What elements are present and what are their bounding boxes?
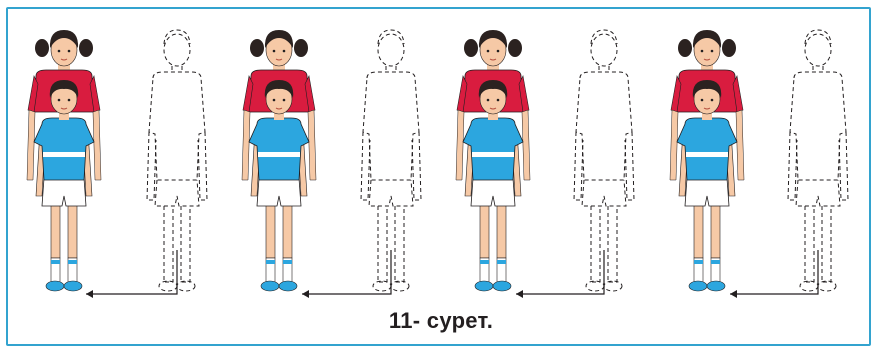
arrow-head-icon bbox=[730, 290, 737, 298]
group-1 bbox=[27, 30, 207, 298]
arrow-head-icon bbox=[302, 290, 309, 298]
arrow-head-icon bbox=[516, 290, 523, 298]
group-3 bbox=[456, 30, 634, 298]
arrow-head-icon bbox=[86, 290, 93, 298]
move-arrow bbox=[86, 250, 177, 294]
figure-caption: 11- сурет. bbox=[0, 308, 882, 334]
group-4 bbox=[670, 30, 848, 298]
group-2 bbox=[242, 30, 421, 298]
